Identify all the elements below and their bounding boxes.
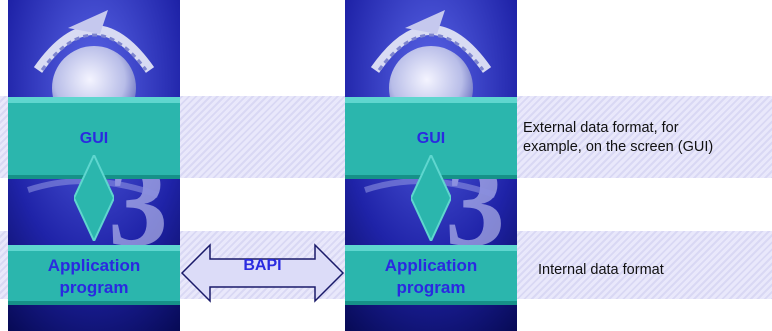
program-label: program xyxy=(396,278,466,297)
internal-data-format-note: Internal data format xyxy=(538,262,664,278)
external-note-line1: External data format, for xyxy=(523,120,679,136)
application-label: Application xyxy=(47,256,141,275)
bapi-label: BAPI xyxy=(243,257,282,274)
application-label: Application xyxy=(384,256,478,275)
external-data-format-note: External data format, for example, on th… xyxy=(523,119,713,157)
program-label: program xyxy=(59,278,129,297)
application-program-box-left: Application program xyxy=(8,245,180,305)
application-program-box-right: Application program xyxy=(345,245,517,305)
double-arrow-icon xyxy=(180,243,345,303)
connector-diamond-right xyxy=(411,155,451,241)
connector-diamond-left xyxy=(74,155,114,241)
bapi-double-arrow: BAPI xyxy=(180,243,345,303)
external-note-line2: example, on the screen (GUI) xyxy=(523,139,714,155)
